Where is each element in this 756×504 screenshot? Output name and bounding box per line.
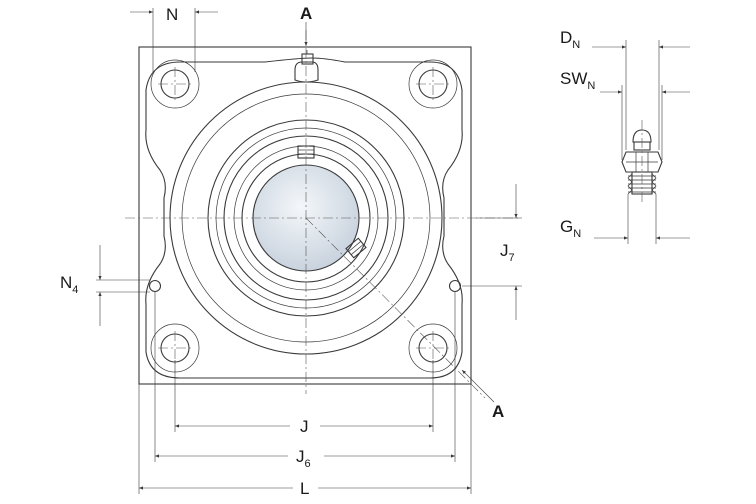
boss-top-right xyxy=(408,59,458,109)
grease-nipple-top xyxy=(294,50,319,83)
dim-DN xyxy=(592,40,690,150)
set-screw-angled xyxy=(345,237,367,259)
center-lines xyxy=(125,30,520,399)
pilot-hole-right xyxy=(448,279,462,293)
label-N: N xyxy=(166,5,178,24)
pilot-hole-left xyxy=(148,279,162,293)
dim-J7 xyxy=(462,184,522,320)
dim-J xyxy=(174,360,434,432)
flange-outline xyxy=(145,57,463,379)
label-GN: GN xyxy=(560,217,581,240)
dim-N4 xyxy=(96,245,150,326)
dim-GN xyxy=(594,194,690,244)
grease-nipple-detail xyxy=(621,120,663,205)
dim-N xyxy=(130,8,218,72)
label-SWN: SWN xyxy=(560,69,595,92)
label-DN: DN xyxy=(560,28,580,51)
boss-top-left xyxy=(150,59,200,109)
label-J7: J7 xyxy=(500,241,515,264)
dim-SWN xyxy=(600,85,690,160)
section-marker-top: A xyxy=(300,4,312,23)
label-L: L xyxy=(300,479,309,498)
dim-J6 xyxy=(154,292,456,462)
section-marker-bottom: A xyxy=(492,402,504,421)
housing-outline xyxy=(138,46,472,385)
dim-L xyxy=(138,384,472,494)
label-N4: N4 xyxy=(60,273,78,296)
label-J6: J6 xyxy=(296,447,311,470)
label-J: J xyxy=(300,417,309,436)
